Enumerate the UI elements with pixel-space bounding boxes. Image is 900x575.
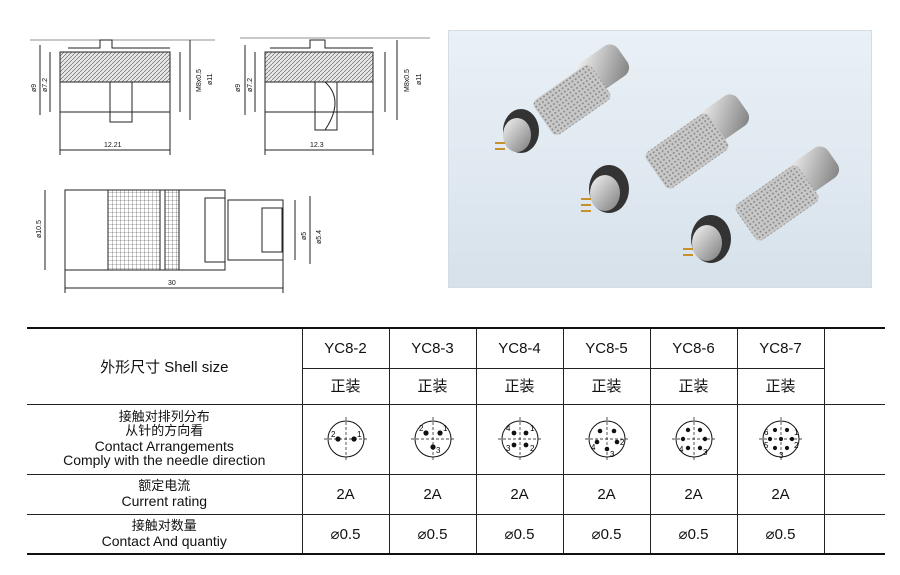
- technical-drawings: ø9 ø7.2 M8x0.5 ø11 12.21 ø9 ø7.2 M8x0.5 …: [30, 37, 430, 293]
- product-photo: [448, 30, 872, 288]
- mount-type: 正装: [649, 367, 738, 405]
- dim-label: ø11: [207, 73, 214, 85]
- empty-cell: [823, 513, 885, 555]
- connector-3: [683, 146, 840, 263]
- dim-label: M8x0.5: [404, 69, 411, 92]
- connector-1: [495, 44, 630, 153]
- contact-quantity-value: ⌀0.5: [301, 513, 390, 555]
- dim-label: ø5.4: [316, 230, 323, 244]
- model-header: YC8-4: [475, 327, 564, 369]
- dim-label: ø9: [235, 84, 242, 92]
- svg-text:1: 1: [357, 430, 362, 439]
- svg-text:6: 6: [764, 428, 769, 437]
- svg-text:1: 1: [443, 424, 448, 433]
- mount-type: 正装: [388, 367, 477, 405]
- model-header: YC8-3: [388, 327, 477, 369]
- svg-text:2: 2: [331, 430, 336, 439]
- empty-cell: [823, 327, 885, 405]
- model-header: YC8-6: [649, 327, 738, 369]
- svg-text:4: 4: [506, 424, 511, 433]
- model-header: YC8-7: [736, 327, 825, 369]
- label-en-line: Current rating: [121, 493, 208, 509]
- current-rating-value: 2A: [388, 473, 477, 515]
- empty-cell: [823, 473, 885, 515]
- contact-arrangement-label: 接触对排列分布 从针的方向看 Contact Arrangements Comp…: [27, 403, 303, 475]
- svg-text:2: 2: [419, 424, 424, 433]
- svg-text:4: 4: [591, 443, 596, 452]
- svg-text:1: 1: [794, 428, 799, 437]
- svg-text:4: 4: [679, 445, 684, 454]
- label-cn-line: 接触对数量: [131, 518, 197, 534]
- current-rating-value: 2A: [736, 473, 825, 515]
- pin-diagram-7: 6 1 5 2 3: [736, 403, 825, 475]
- current-rating-value: 2A: [649, 473, 738, 515]
- mount-type: 正装: [475, 367, 564, 405]
- shell-size-label: 外形尺寸 Shell size: [27, 327, 303, 405]
- spec-table: 外形尺寸 Shell size YC8-2 YC8-3 YC8-4 YC8-5 …: [27, 327, 885, 555]
- contact-quantity-value: ⌀0.5: [475, 513, 564, 555]
- dim-label: 30: [168, 280, 176, 287]
- dim-label: M8x0.5: [196, 69, 203, 92]
- label-en-line: Contact Arrangements: [94, 438, 234, 454]
- socket-drawing-2: [240, 37, 430, 155]
- socket-drawing-1: [30, 39, 215, 155]
- pin-diagram-3: 2 1 3: [388, 403, 477, 475]
- model-header: YC8-2: [301, 327, 390, 369]
- contact-quantity-value: ⌀0.5: [388, 513, 477, 555]
- svg-text:3: 3: [506, 444, 511, 453]
- plug-drawing: [44, 189, 311, 293]
- svg-text:3: 3: [610, 450, 615, 459]
- mount-type: 正装: [301, 367, 390, 405]
- dim-label: 12.3: [310, 142, 324, 149]
- svg-text:2: 2: [794, 441, 799, 450]
- dim-label: ø11: [416, 73, 423, 85]
- contact-quantity-label: 接触对数量 Contact And quantiy: [27, 513, 303, 555]
- dim-label: ø7.2: [247, 78, 254, 92]
- svg-text:3: 3: [779, 451, 784, 460]
- connector-2: [581, 94, 750, 213]
- dim-label: ø5: [301, 232, 308, 240]
- svg-text:1: 1: [530, 424, 535, 433]
- dim-label: ø10.5: [36, 220, 43, 238]
- label-cn-line: 接触对排列分布: [118, 410, 210, 425]
- svg-text:5: 5: [764, 441, 769, 450]
- label-en-line: Contact And quantiy: [101, 532, 227, 549]
- current-rating-value: 2A: [301, 473, 390, 515]
- contact-quantity-value: ⌀0.5: [562, 513, 651, 555]
- current-rating-value: 2A: [475, 473, 564, 515]
- svg-text:2: 2: [620, 438, 625, 447]
- mount-type: 正装: [562, 367, 651, 405]
- contact-quantity-value: ⌀0.5: [736, 513, 825, 555]
- svg-text:2: 2: [530, 444, 535, 453]
- pin-diagram-4: 4 1 3 2: [475, 403, 564, 475]
- contact-quantity-value: ⌀0.5: [649, 513, 738, 555]
- label-en-line: Comply with the needle direction: [63, 452, 266, 468]
- current-rating-label: 额定电流 Current rating: [27, 473, 303, 515]
- empty-cell: [823, 403, 885, 475]
- current-rating-value: 2A: [562, 473, 651, 515]
- svg-text:3: 3: [703, 448, 708, 457]
- dim-label: ø9: [31, 84, 38, 92]
- dim-label: 12.21: [104, 142, 122, 149]
- model-header: YC8-5: [562, 327, 651, 369]
- label-cn-line: 从针的方向看: [125, 424, 204, 439]
- mount-type: 正装: [736, 367, 825, 405]
- svg-text:3: 3: [436, 446, 441, 455]
- label-cn-line: 额定电流: [138, 479, 191, 494]
- dim-label: ø7.2: [42, 78, 49, 92]
